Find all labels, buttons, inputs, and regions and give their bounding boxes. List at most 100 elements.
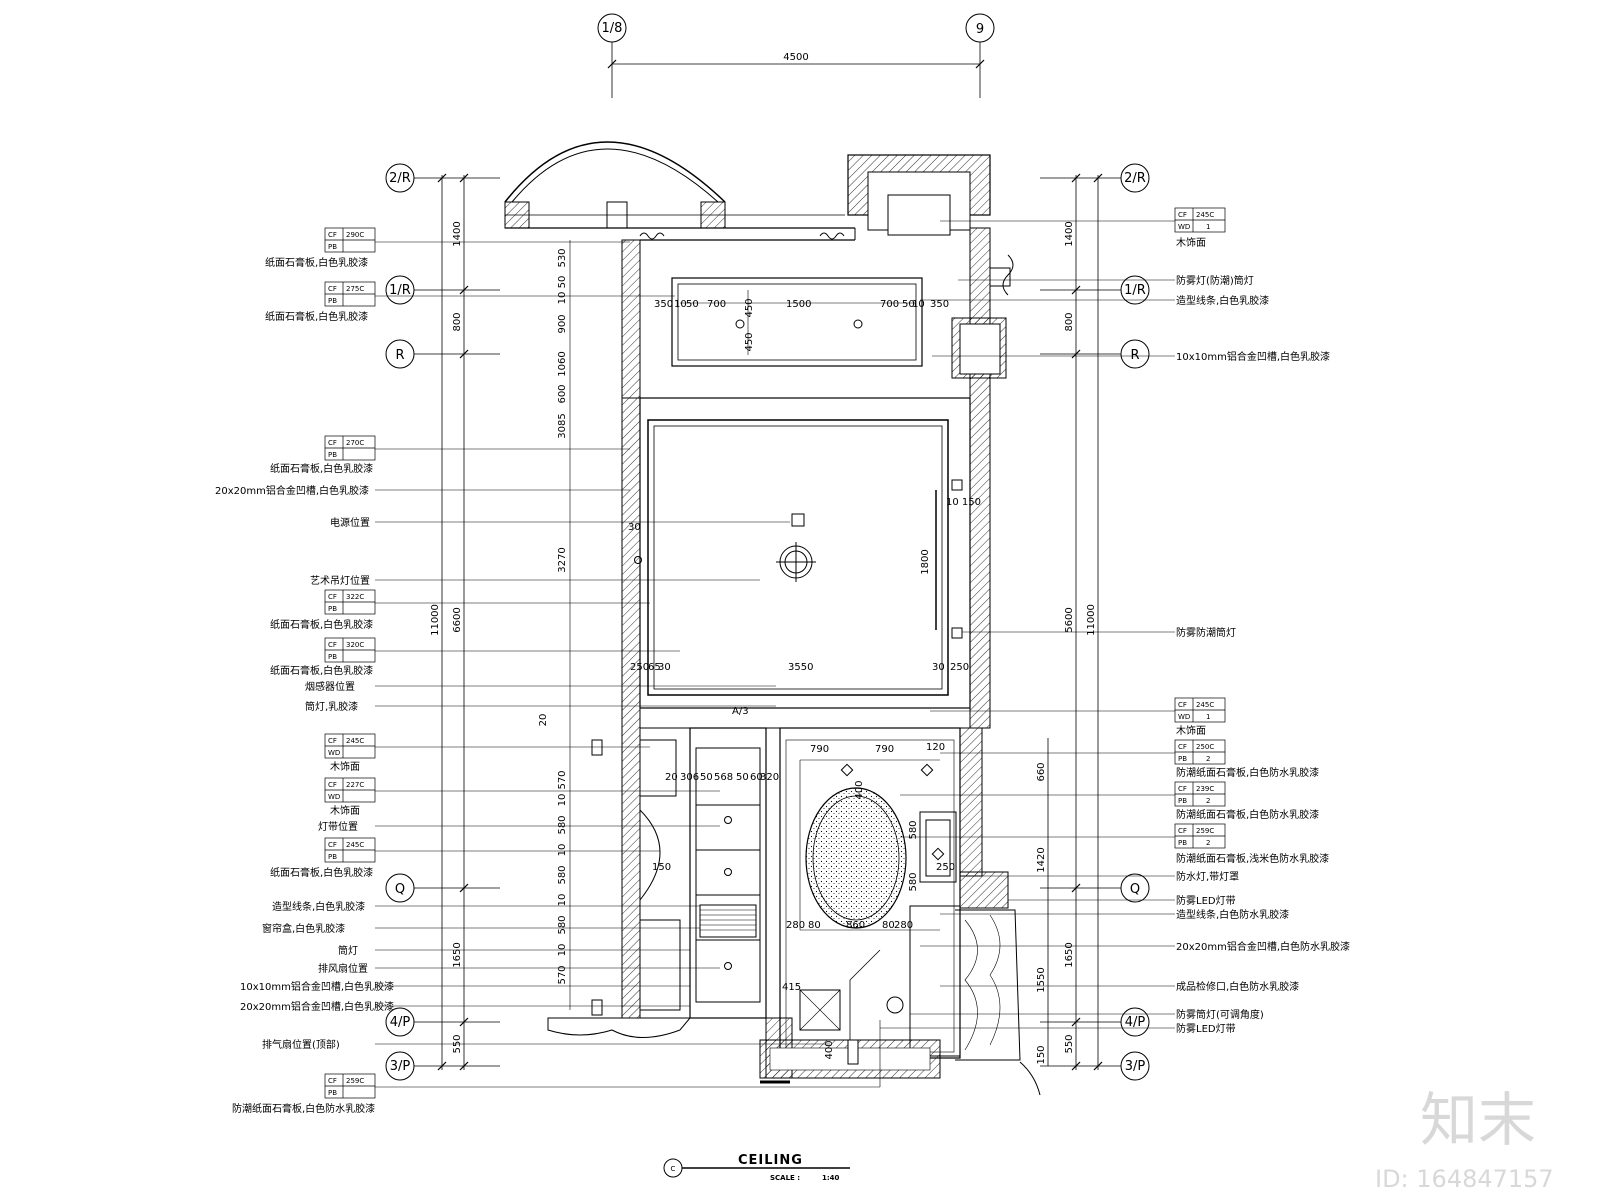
dim-ceiling-4: 700 xyxy=(707,299,726,310)
right-tag-3-code: CF xyxy=(1178,743,1187,751)
right-tag-2: CF 245C WD 1 木饰面 xyxy=(930,697,1226,737)
left-tag-9-note: 防潮纸面石膏板,白色防水乳胶漆 xyxy=(232,1102,375,1115)
top-axis-group: 1/8 9 4500 xyxy=(597,13,995,98)
left-tag-6-note: 木饰面 xyxy=(330,760,360,773)
dim-bath-mid-2: 80 xyxy=(808,920,821,931)
right-tag-5-code2: PB xyxy=(1178,839,1187,847)
dim-left-outer: 11000 xyxy=(430,604,441,636)
scale-label: SCALE : xyxy=(770,1174,800,1182)
dim-ceiling-8: 10 xyxy=(912,299,925,310)
right-tag-2-value: 245C xyxy=(1196,701,1214,709)
dim-closet-left-4: 10 xyxy=(557,844,568,857)
dim-bath-mid-5: 280 xyxy=(894,920,913,931)
left-tag-5-code2: PB xyxy=(328,653,337,661)
dim-bath-lr-1: 150 xyxy=(652,862,671,873)
left-note-7: 造型线条,白色乳胶漆 xyxy=(272,900,365,913)
left-tag-4-code2: PB xyxy=(328,605,337,613)
dim-ceiling-vert-1: 450 xyxy=(744,298,755,317)
dim-ceiling-vert-2: 450 xyxy=(744,332,755,351)
left-tag-2-note: 纸面石膏板,白色乳胶漆 xyxy=(265,310,368,323)
right-tag-1-value2: 1 xyxy=(1206,223,1210,231)
dim-col-7: 3085 xyxy=(557,413,568,438)
left-tag-5: CF 320C PB 纸面石膏板,白色乳胶漆 xyxy=(270,637,680,677)
right-tag-4: CF 239C PB 2 防潮纸面石膏板,白色防水乳胶漆 xyxy=(900,781,1319,821)
left-note-2: 电源位置 xyxy=(330,516,370,529)
dim-left-inner-2: 800 xyxy=(452,312,463,331)
right-tag-1-note: 木饰面 xyxy=(1176,236,1206,249)
right-tag-1-value: 245C xyxy=(1196,211,1214,219)
dim-closet-left-7: 580 xyxy=(557,915,568,934)
dim-right-inner-1: 1400 xyxy=(1064,221,1075,246)
dim-closet-top-6: 60 xyxy=(750,772,763,783)
axis-bubble-right-2r: 2/R xyxy=(1124,171,1146,186)
dim-left-inner-1: 1400 xyxy=(452,221,463,246)
right-tag-1-code: CF xyxy=(1178,211,1187,219)
dim-center-5: 30 xyxy=(932,662,945,673)
left-note-10: 排风扇位置 xyxy=(318,962,368,975)
dim-center-topright: 10 150 xyxy=(946,497,981,508)
dim-bath-right-2: 1420 xyxy=(1036,847,1047,872)
left-axis-R: R xyxy=(385,339,500,369)
axis-bubble-right-4p: 4/P xyxy=(1125,1015,1146,1030)
left-tag-4-code: CF xyxy=(328,593,337,601)
right-tag-3-value: 250C xyxy=(1196,743,1214,751)
dim-bath-top-2: 790 xyxy=(875,744,894,755)
right-note-5: 防水灯,带灯罩 xyxy=(1176,870,1239,883)
dim-bath-mid-1: 280 xyxy=(786,920,805,931)
right-note-1: 防雾灯(防潮)筒灯 xyxy=(1176,274,1254,287)
left-note-3: 艺术吊灯位置 xyxy=(310,574,370,587)
right-note-8: 20x20mm铝合金凹槽,白色防水乳胶漆 xyxy=(1176,940,1350,953)
axis-bubble-right-q: Q xyxy=(1130,882,1140,897)
dim-closet-left-1: 570 xyxy=(557,770,568,789)
left-note-13: 排气扇位置(顶部) xyxy=(262,1038,340,1051)
left-axis-2R: 2/R xyxy=(385,163,500,193)
watermark-brand: 知末 xyxy=(1420,1086,1536,1154)
axis-bubble-left-1r: 1/R xyxy=(389,283,411,298)
left-note-11: 10x10mm铝合金凹槽,白色乳胶漆 xyxy=(240,980,394,993)
right-axis-R: R xyxy=(1040,339,1150,369)
right-axis-4P: 4/P xyxy=(1040,1007,1150,1037)
watermark-id: ID: 164847157 xyxy=(1375,1165,1554,1193)
dim-bath-top-1: 790 xyxy=(810,744,829,755)
dim-col-9: 20 xyxy=(538,714,549,727)
left-tag-8-value: 245C xyxy=(346,841,364,849)
right-tag-3-note: 防潮纸面石膏板,白色防水乳胶漆 xyxy=(1176,766,1319,779)
dim-closet-top-5: 50 xyxy=(736,772,749,783)
axis-bubble-right-r: R xyxy=(1130,348,1139,363)
left-tag-1-code2: PB xyxy=(328,243,337,251)
right-tag-3: CF 250C PB 2 防潮纸面石膏板,白色防水乳胶漆 xyxy=(940,739,1319,779)
left-tag-7-code2: WD xyxy=(328,793,340,801)
left-tag-8: CF 245C PB 纸面石膏板,白色乳胶漆 xyxy=(270,837,660,879)
left-annotations: CF 290C PB 纸面石膏板,白色乳胶漆 CF 275C PB 纸面石膏板,… xyxy=(215,227,881,1115)
left-note-4: 烟感器位置 xyxy=(305,680,355,693)
dim-ceiling-6: 700 xyxy=(880,299,899,310)
left-note-5: 筒灯,乳胶漆 xyxy=(305,700,358,713)
scale-value: 1:40 xyxy=(822,1174,840,1182)
dim-closet-top-4: 568 xyxy=(714,772,733,783)
right-tag-3-value2: 2 xyxy=(1206,755,1210,763)
right-note-4: 防雾防潮筒灯 xyxy=(1176,626,1236,639)
left-tag-2-code: CF xyxy=(328,285,337,293)
right-tag-4-code: CF xyxy=(1178,785,1187,793)
axis-bubble-right-1r: 1/R xyxy=(1124,283,1146,298)
right-axis-group: 2/R 1/R R Q 4/P 3/P xyxy=(1036,163,1150,1081)
left-note-8: 窗帘盒,白色乳胶漆 xyxy=(262,922,345,935)
left-tag-1-value: 290C xyxy=(346,231,364,239)
right-tag-4-note: 防潮纸面石膏板,白色防水乳胶漆 xyxy=(1176,808,1319,821)
dim-ceiling-1: 350 xyxy=(654,299,673,310)
left-tag-9: CF 259C PB 防潮纸面石膏板,白色防水乳胶漆 xyxy=(232,1020,881,1115)
dim-closet-top-3: 50 xyxy=(700,772,713,783)
dim-closet-left-9: 570 xyxy=(557,965,568,984)
left-axis-3P: 3/P xyxy=(385,1051,500,1081)
left-tag-9-code: CF xyxy=(328,1077,337,1085)
dim-bath-top-3: 400 xyxy=(854,780,865,799)
dim-bath-right-3: 1550 xyxy=(1036,967,1047,992)
dim-right-outer: 11000 xyxy=(1086,604,1097,636)
dim-right-inner-4: 1650 xyxy=(1064,942,1075,967)
left-note-9: 筒灯 xyxy=(338,944,358,957)
left-tag-3-note: 纸面石膏板,白色乳胶漆 xyxy=(270,462,373,475)
axis-bubble-left-r: R xyxy=(395,348,404,363)
dim-center-right: 1800 xyxy=(920,549,931,574)
building-plan xyxy=(504,141,1041,1096)
